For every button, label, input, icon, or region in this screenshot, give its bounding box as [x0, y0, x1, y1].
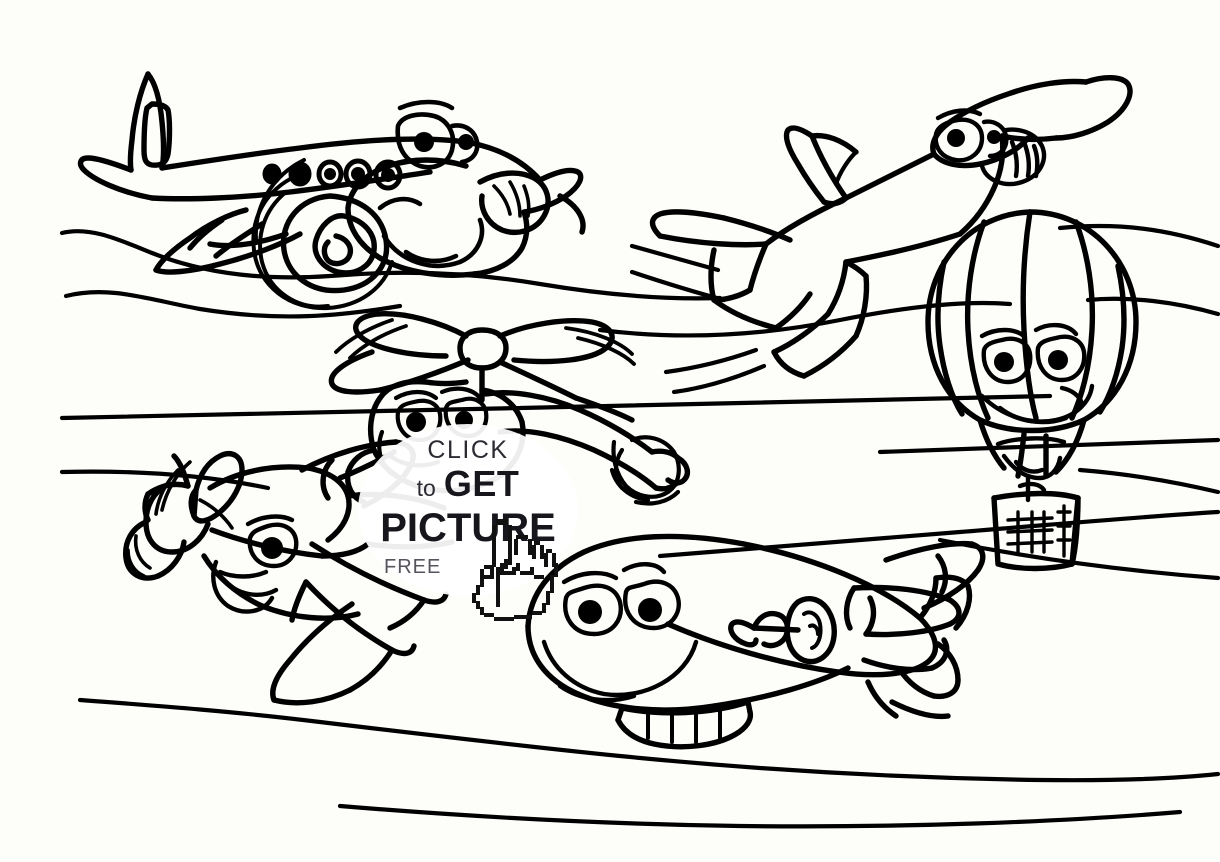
watermark-to-get-row: to GET: [358, 466, 578, 502]
watermark-get-label: GET: [443, 463, 520, 504]
sky-cloud-lines: [59, 223, 1220, 829]
watermark-to-label: to: [416, 475, 436, 501]
pointing-hand-cursor-icon: [472, 519, 558, 621]
watermark-click-label: CLICK: [427, 436, 509, 464]
watermark-text-block: CLICK to GET PICTURE FREE: [358, 424, 578, 596]
blimp-airship-bottom-right: [525, 533, 986, 750]
propeller-airliner-top-left: [77, 71, 586, 311]
watermark-free-label: FREE: [384, 556, 442, 578]
fighter-jet-top-right: [629, 75, 1133, 395]
hot-air-balloon-right: [925, 209, 1139, 572]
watermark-picture-label: PICTURE: [380, 506, 556, 550]
click-to-get-picture-free-badge[interactable]: CLICK to GET PICTURE FREE: [358, 424, 578, 621]
